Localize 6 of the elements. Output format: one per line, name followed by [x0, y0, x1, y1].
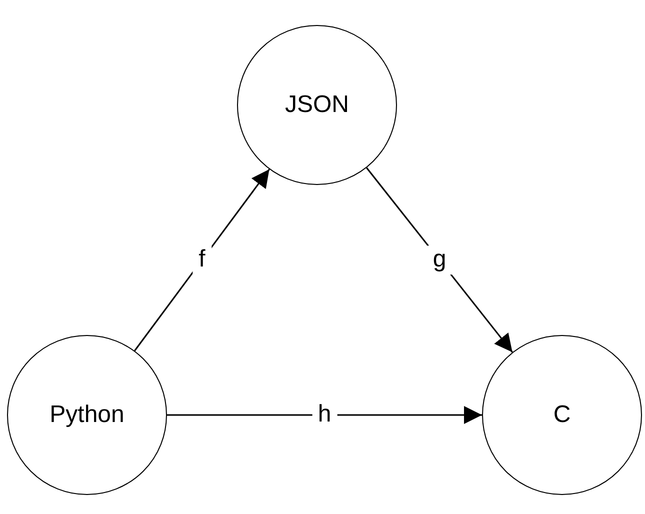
arrow [167, 406, 482, 424]
edge-label: f [192, 246, 212, 274]
edge-label: g [426, 246, 452, 274]
node-label: C [553, 401, 571, 429]
node-label: Python [50, 401, 124, 429]
node-label: JSON [284, 91, 349, 119]
